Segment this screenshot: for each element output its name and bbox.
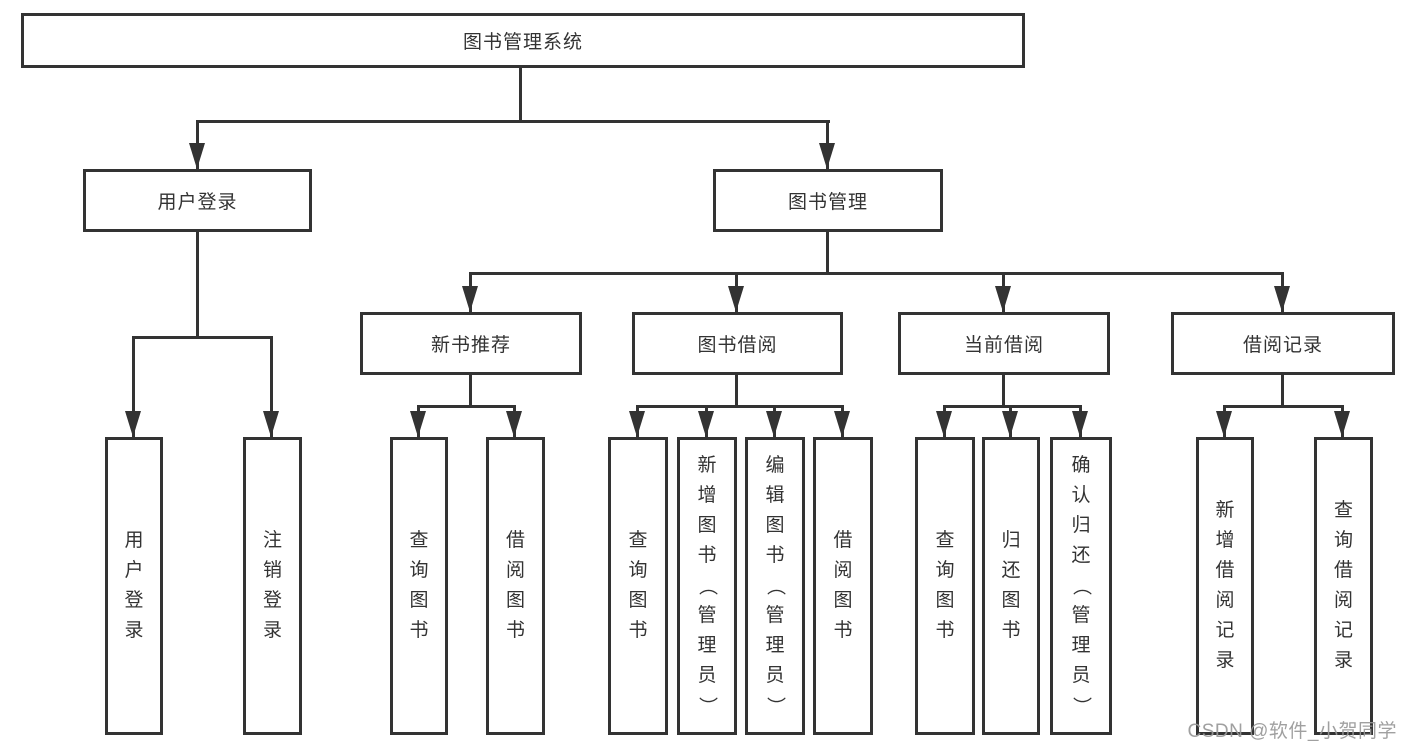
node-current-borrow: 当前借阅 xyxy=(898,312,1110,375)
leaf-label: 注销登录 xyxy=(262,530,282,641)
leaf-label: 查询借阅记录 xyxy=(1333,500,1353,671)
leaf-label: 查询图书 xyxy=(935,530,955,641)
arrow-down-icon xyxy=(1274,286,1290,312)
leaf-label: 新增图书（管理员） xyxy=(696,455,718,716)
arrow-down-icon xyxy=(819,143,835,169)
leaf-user-login: 用户登录 xyxy=(105,437,163,735)
arrow-down-icon xyxy=(1002,411,1018,437)
node-root: 图书管理系统 xyxy=(21,13,1025,68)
node-book-management: 图书管理 xyxy=(713,169,943,232)
watermark-text: CSDN @软件_小贺同学 xyxy=(1187,721,1397,742)
node-new-book-recommend: 新书推荐 xyxy=(360,312,582,375)
arrow-down-icon xyxy=(263,411,279,437)
connector-line xyxy=(417,405,516,408)
connector-line xyxy=(1281,375,1284,405)
connector-line xyxy=(270,336,273,437)
connector-line xyxy=(519,68,522,120)
leaf-label: 编辑图书（管理员） xyxy=(764,455,786,716)
arrow-down-icon xyxy=(834,411,850,437)
leaf-label: 查询图书 xyxy=(628,530,648,641)
connector-line xyxy=(1002,375,1005,405)
connector-line xyxy=(826,232,829,272)
connector-line xyxy=(469,272,1284,275)
leaf-query-borrow-record: 查询借阅记录 xyxy=(1314,437,1373,735)
arrow-down-icon xyxy=(125,411,141,437)
leaf-label: 借阅图书 xyxy=(505,530,525,641)
leaf-borrow-books-1: 借阅图书 xyxy=(486,437,545,735)
leaf-query-books-1: 查询图书 xyxy=(390,437,448,735)
arrow-down-icon xyxy=(462,286,478,312)
arrow-down-icon xyxy=(629,411,645,437)
connector-line xyxy=(469,375,472,405)
arrow-down-icon xyxy=(995,286,1011,312)
arrow-down-icon xyxy=(506,411,522,437)
connector-line xyxy=(1223,405,1344,408)
leaf-add-borrow-record: 新增借阅记录 xyxy=(1196,437,1254,735)
node-borrow-records: 借阅记录 xyxy=(1171,312,1395,375)
leaf-query-books-3: 查询图书 xyxy=(915,437,975,735)
arrow-down-icon xyxy=(1216,411,1232,437)
leaf-label: 归还图书 xyxy=(1001,530,1021,641)
leaf-label: 新增借阅记录 xyxy=(1215,500,1235,671)
connector-line xyxy=(636,405,844,408)
leaf-add-books-admin: 新增图书（管理员） xyxy=(677,437,737,735)
leaf-logout: 注销登录 xyxy=(243,437,302,735)
arrow-down-icon xyxy=(410,411,426,437)
leaf-edit-books-admin: 编辑图书（管理员） xyxy=(745,437,805,735)
arrow-down-icon xyxy=(728,286,744,312)
leaf-label: 确认归还（管理员） xyxy=(1070,455,1092,716)
arrow-down-icon xyxy=(936,411,952,437)
leaf-borrow-books-2: 借阅图书 xyxy=(813,437,873,735)
arrow-down-icon xyxy=(1334,411,1350,437)
arrow-down-icon xyxy=(698,411,714,437)
node-book-borrow: 图书借阅 xyxy=(632,312,843,375)
arrow-down-icon xyxy=(189,143,205,169)
arrow-down-icon xyxy=(1072,411,1088,437)
connector-line xyxy=(132,336,135,437)
leaf-return-books: 归还图书 xyxy=(982,437,1040,735)
leaf-label: 查询图书 xyxy=(409,530,429,641)
connector-line xyxy=(132,336,273,339)
connector-line xyxy=(735,375,738,405)
connector-line xyxy=(943,405,1082,408)
leaf-confirm-return-admin: 确认归还（管理员） xyxy=(1050,437,1112,735)
arrow-down-icon xyxy=(766,411,782,437)
leaf-query-books-2: 查询图书 xyxy=(608,437,668,735)
node-user-login: 用户登录 xyxy=(83,169,312,232)
leaf-label: 用户登录 xyxy=(124,530,144,641)
connector-line xyxy=(196,232,199,336)
leaf-label: 借阅图书 xyxy=(833,530,853,641)
connector-line xyxy=(196,120,830,123)
